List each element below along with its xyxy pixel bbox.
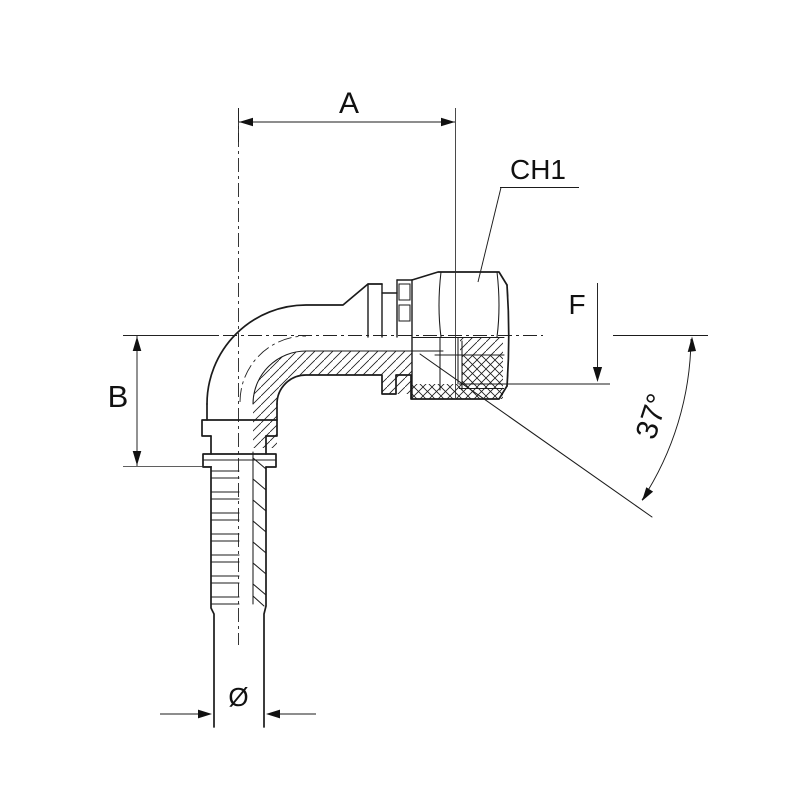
barb-teeth-section [252,457,267,607]
seat-line [459,383,610,389]
bend-wall-hatch [253,351,306,448]
angle-arrow-top [687,336,696,352]
barb-neck [210,435,267,455]
section-hatching [253,337,503,448]
dim-f-arrow [592,367,603,382]
leg-edges [206,403,278,421]
dim-a-label: A [339,87,359,120]
rib-wall-hatch [382,351,412,394]
swivel-nut [411,271,653,518]
nut-top-profile [411,271,508,286]
flare-cone-line [419,353,653,518]
nut-bottom-hatch [412,384,503,399]
elbow-body [206,279,508,405]
dim-a-arrow-right [441,117,455,127]
bend-centerline-arc [239,335,307,403]
dia-label: Ø [228,682,248,712]
nut-hex-edge-curves [438,271,500,338]
barb-serration-lines [210,470,240,605]
nut-internal-lines [412,336,505,391]
dia-arrow-right [266,709,280,719]
diameter-dimension: Ø [160,682,316,719]
dia-arrow-left [198,709,212,719]
dimension-b: B [108,336,212,467]
dim-a-arrow-left [239,117,253,127]
thread-section-hatch [462,355,503,384]
bore-section-line [252,350,444,405]
ch1-leader-line [477,187,502,283]
dim-f-label: F [568,289,585,320]
centerlines [123,108,543,645]
ch1-label: CH1 [510,154,566,185]
tube-wall-hatch [306,351,382,375]
angle-label: 37° [630,390,675,443]
spanner-rib-blocks [398,283,411,322]
angle-dimension-37: 37° [613,335,708,501]
elbow-outer-profile [206,283,383,405]
neck-groove-lines [381,279,413,294]
dimension-a: A [239,87,456,398]
flare-neck-edges [367,279,398,338]
dimension-f: F [568,283,603,382]
dim-b-arrow-top [132,336,142,351]
dim-b-arrow-bottom [132,451,142,466]
ch1-callout: CH1 [477,154,579,283]
nut-shoulder-hatch [460,337,503,355]
elbow-bottom-profile [276,374,508,405]
hose-barb [201,403,278,728]
leg-base-band [201,419,278,437]
angle-arc [641,338,692,501]
angle-arrow-bottom [642,487,654,501]
dim-b-label: B [108,379,129,414]
barb-and-tail-edges [210,466,267,728]
nut-right-face [506,284,510,387]
